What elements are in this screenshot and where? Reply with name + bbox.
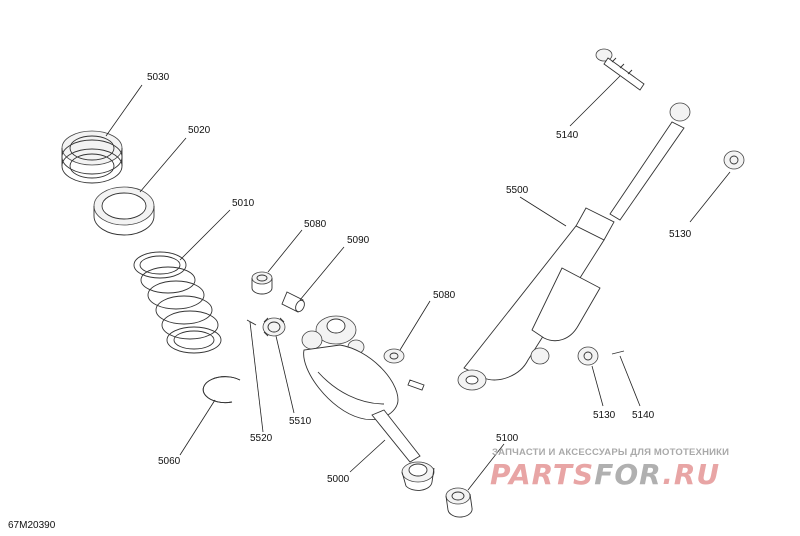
part-5130-nut-top <box>723 150 745 170</box>
part-5000-shock-body <box>301 315 435 491</box>
part-5140-bolt-top <box>595 48 645 91</box>
watermark-brand-for: FOR <box>594 458 662 491</box>
part-5080-bushing-left <box>251 271 273 295</box>
callout-5130-bottom: 5130 <box>593 410 616 421</box>
callout-5000: 5000 <box>327 474 350 485</box>
callout-5080-right: 5080 <box>433 290 456 301</box>
callout-5140-top: 5140 <box>556 130 579 141</box>
callout-5060: 5060 <box>158 456 181 467</box>
part-5510-adjuster-nut <box>262 317 286 337</box>
callout-5130-top: 5130 <box>669 229 692 240</box>
part-5100-bushing <box>445 487 473 518</box>
callout-labels: 5030 5020 5010 5060 5080 5090 5080 5510 … <box>147 72 692 485</box>
callout-5010: 5010 <box>232 198 255 209</box>
part-5080-bushing-right <box>383 348 405 364</box>
callout-5500: 5500 <box>506 185 529 196</box>
part-5020-spring-seat-ring <box>93 186 155 236</box>
part-5000-bolt <box>407 379 425 391</box>
watermark-tagline: ЗАПЧАСТИ И АКСЕССУАРЫ ДЛЯ МОТОТЕХНИКИ <box>492 447 729 458</box>
callout-5090: 5090 <box>347 235 370 246</box>
part-5030-spring-retainer <box>61 130 123 184</box>
document-code: 67M20390 <box>8 520 56 531</box>
watermark-brand: PARTSFOR.RU <box>490 458 720 491</box>
callout-5020: 5020 <box>188 125 211 136</box>
callout-5100: 5100 <box>496 433 519 444</box>
part-5130-nut-bottom <box>577 346 599 366</box>
callout-5510: 5510 <box>289 416 312 427</box>
part-5520-screw <box>246 319 257 326</box>
watermark-brand-parts: PARTS <box>490 458 594 491</box>
part-5010-coil-spring <box>133 251 222 354</box>
callout-5140-bottom: 5140 <box>632 410 655 421</box>
watermark: ЗАПЧАСТИ И АКСЕССУАРЫ ДЛЯ МОТОТЕХНИКИ PA… <box>490 447 729 491</box>
part-5140-screw-bottom <box>611 350 625 355</box>
callout-5080-left: 5080 <box>304 219 327 230</box>
watermark-brand-ru: .RU <box>662 458 720 491</box>
callout-5520: 5520 <box>250 433 273 444</box>
leader-lines <box>105 75 731 491</box>
part-5060-retaining-clip <box>202 376 241 404</box>
callout-5030: 5030 <box>147 72 170 83</box>
part-5500-shock-body <box>457 102 691 391</box>
part-5090-spacer <box>281 291 305 313</box>
